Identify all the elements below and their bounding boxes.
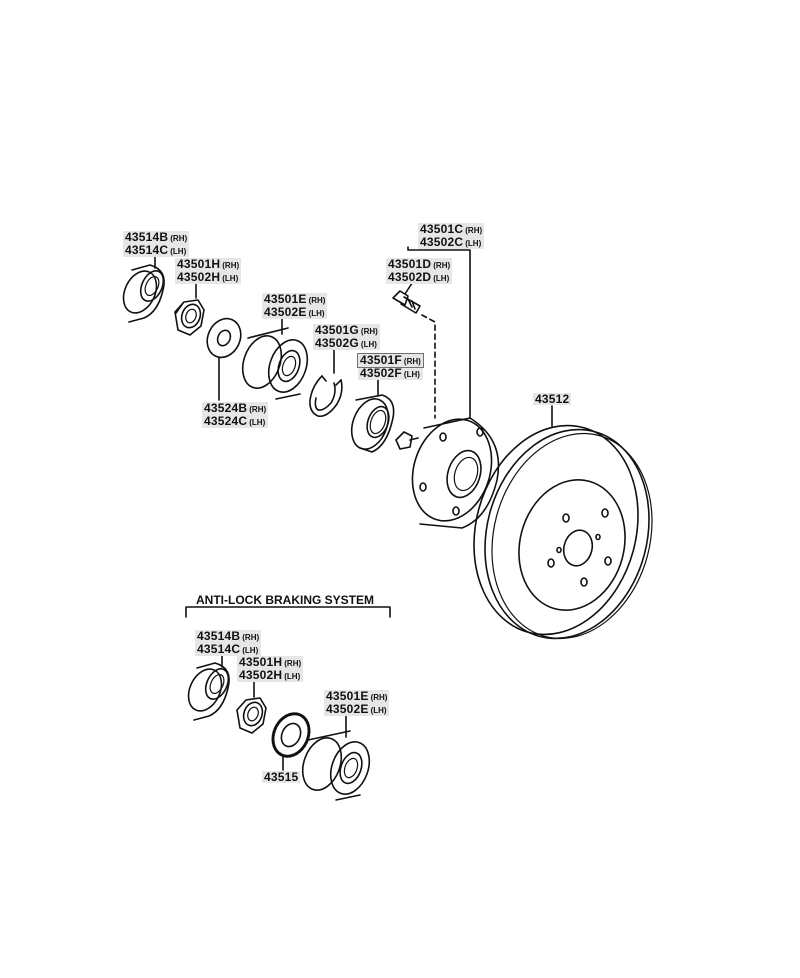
abs-section-title: ANTI-LOCK BRAKING SYSTEM [196, 593, 374, 607]
washer-part-number-label: 43524B(RH) 43524C(LH) [202, 401, 269, 428]
outer-bearing-part-number-label: 43501E(RH) 43502E(LH) [262, 292, 328, 319]
cap-part-number-label: 43514B(RH) 43514C(LH) [123, 230, 190, 257]
snap-ring-part[interactable] [309, 375, 343, 418]
brake-disc-part[interactable] [451, 407, 674, 657]
axle-hub-part[interactable] [395, 409, 504, 531]
abs-cap-part-number-label: 43514B(RH) 43514C(LH) [195, 629, 262, 656]
abs-grease-cap-part[interactable] [182, 662, 233, 721]
abs-sensor-rotor-part[interactable] [266, 708, 315, 762]
disc-part-number-label: 43512 [533, 392, 572, 406]
abs-lock-nut-part[interactable] [236, 697, 267, 734]
abs-outer-bearing-part[interactable] [296, 730, 376, 801]
thrust-washer-part[interactable] [201, 313, 247, 363]
oil-seal-part-number-label: 43501F(RH) 43502F(LH) [357, 353, 424, 380]
nut-part-number-label: 43501H(RH) 43502H(LH) [175, 257, 242, 284]
outer-bearing-part[interactable] [236, 327, 314, 400]
hub-bolt-part-number-label: 43501D(RH) 43502D(LH) [386, 257, 453, 284]
lock-nut-part[interactable] [174, 299, 205, 336]
oil-seal-part[interactable] [345, 394, 395, 454]
abs-section-bracket [185, 606, 391, 618]
abs-rotor-part-number-label: 43515 [262, 770, 301, 784]
grease-cap-part[interactable] [117, 264, 168, 323]
hub-bolt-part[interactable] [392, 290, 421, 314]
abs-bearing-part-number-label: 43501E(RH) 43502E(LH) [324, 689, 390, 716]
abs-nut-part-number-label: 43501H(RH) 43502H(LH) [237, 655, 304, 682]
hub-part-number-label: 43501C(RH) 43502C(LH) [418, 222, 485, 249]
snap-ring-part-number-label: 43501G(RH) 43502G(LH) [313, 323, 380, 350]
